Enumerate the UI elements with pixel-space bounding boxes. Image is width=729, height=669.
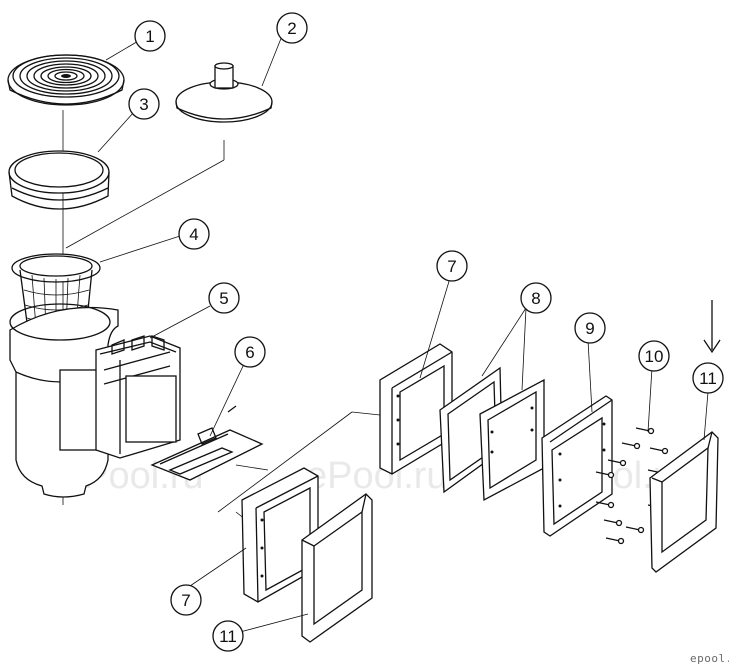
callout-7-upper: 7 xyxy=(436,250,468,282)
trim-frame-right xyxy=(649,431,719,573)
callout-label: 9 xyxy=(585,319,594,338)
skimmer-weir xyxy=(150,405,264,481)
callout-label: 10 xyxy=(645,347,664,366)
callout-7-lower: 7 xyxy=(170,584,202,616)
callout-1: 1 xyxy=(134,20,166,52)
callout-label: 7 xyxy=(447,257,456,276)
callout-label: 8 xyxy=(531,289,540,308)
trim-frame-lower xyxy=(301,493,373,643)
brand-mark: epool.ru xyxy=(690,652,729,665)
callout-2: 2 xyxy=(276,12,308,44)
skimmer-body xyxy=(9,303,181,498)
callout-label: 2 xyxy=(287,19,296,38)
flange-plate xyxy=(541,395,613,537)
callout-4: 4 xyxy=(178,218,210,250)
callout-11-right: 11 xyxy=(692,362,724,394)
callout-6: 6 xyxy=(234,336,266,368)
leader-lines xyxy=(97,35,709,633)
callout-label: 11 xyxy=(219,627,237,646)
gasket-pair xyxy=(439,366,545,502)
down-arrow-icon xyxy=(703,300,721,354)
callout-8: 8 xyxy=(520,282,552,314)
callout-11-lower: 11 xyxy=(212,620,244,652)
watermark-text: ePool.ru xyxy=(306,455,448,497)
callout-9: 9 xyxy=(574,312,606,344)
skimmer-lid xyxy=(7,54,125,106)
callout-5: 5 xyxy=(208,282,240,314)
callout-label: 5 xyxy=(219,289,228,308)
callout-label: 11 xyxy=(699,369,717,388)
skimmer-collar xyxy=(8,150,110,210)
callout-label: 6 xyxy=(245,343,254,362)
callout-label: 4 xyxy=(189,225,198,244)
callout-balloons: 1 2 3 4 5 6 7 7 xyxy=(128,12,724,652)
vacuum-plate xyxy=(175,62,273,123)
callout-label: 1 xyxy=(145,27,154,46)
callout-3: 3 xyxy=(128,88,160,120)
callout-10: 10 xyxy=(638,340,670,372)
callout-label: 7 xyxy=(181,591,190,610)
callout-label: 3 xyxy=(139,95,148,114)
